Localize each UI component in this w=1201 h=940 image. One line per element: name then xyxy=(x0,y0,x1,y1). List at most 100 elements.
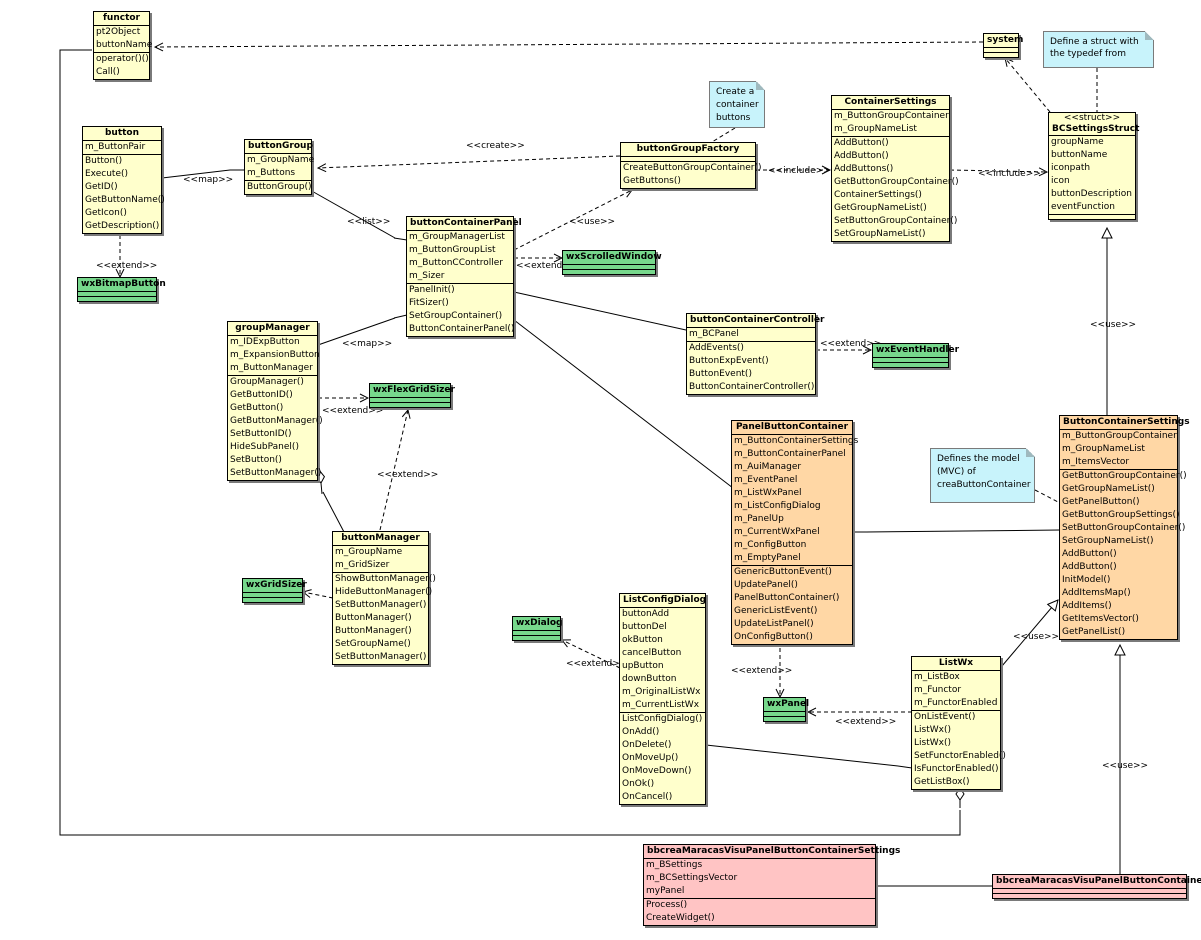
class-name: buttonGroupFactory xyxy=(621,143,755,157)
class-box: bbcreaMaracasVisuPanelButtonContainerSet… xyxy=(643,844,900,926)
class-box: system xyxy=(983,33,1023,58)
attribute: buttonAdd xyxy=(622,609,670,619)
method-compartment: PanelInit()FitSizer()SetGroupContainer()… xyxy=(407,284,514,336)
label-use: <<use>> xyxy=(1102,761,1149,771)
attribute: m_AuiManager xyxy=(734,462,802,472)
class-box: wxPanel xyxy=(763,697,809,722)
method-compartment xyxy=(513,636,560,640)
method: SetGroupName() xyxy=(335,639,411,649)
class-box: wxBitmapButton xyxy=(77,277,166,302)
class-box: bbcreaMaracasVisuPanelButtonContainer xyxy=(992,874,1201,899)
class-name: wxBitmapButton xyxy=(78,278,166,292)
method: GetIcon() xyxy=(85,208,127,218)
label-map: <<map>> xyxy=(342,339,393,349)
label-use: <<use>> xyxy=(1013,632,1060,642)
method: GenericButtonEvent() xyxy=(734,567,832,577)
method: ButtonManager() xyxy=(335,626,412,636)
attribute: m_BCSettingsVector xyxy=(646,873,738,883)
class-name: buttonGroup xyxy=(245,140,313,154)
note-line: the typedef from xyxy=(1050,49,1126,59)
method: GetButtonName() xyxy=(85,195,165,205)
attribute: m_Sizer xyxy=(409,271,445,281)
method: AddButton() xyxy=(1062,549,1117,559)
attribute: m_ButtonContainerPanel xyxy=(734,449,846,459)
method-compartment xyxy=(563,270,655,274)
note-line: (MVC) of xyxy=(937,467,976,477)
attribute: buttonDescription xyxy=(1051,189,1132,199)
method: SetButtonManager() xyxy=(230,468,322,478)
attribute: m_GroupNameList xyxy=(1062,444,1145,454)
label-extend: <<extend>> xyxy=(516,261,578,271)
note-struct: Define a struct with the typedef from xyxy=(1043,31,1154,68)
method: GetButtonGroupContainer() xyxy=(1062,471,1187,481)
method-compartment: Button()Execute()GetID()GetButtonName()G… xyxy=(83,155,165,233)
attribute-compartment xyxy=(370,398,450,403)
attribute: m_CurrentListWx xyxy=(622,700,700,710)
method: SetFunctorEnabled() xyxy=(914,751,1006,761)
attribute: m_IDExpButton xyxy=(230,337,300,347)
label-extend: <<extend>> xyxy=(731,666,793,676)
class-name: system xyxy=(984,34,1023,48)
method: GetListBox() xyxy=(914,777,970,787)
attribute-compartment xyxy=(873,358,948,363)
attribute-compartment xyxy=(243,593,302,598)
label-create: <<create>> xyxy=(466,141,525,151)
attribute-compartment xyxy=(78,292,156,297)
class-name: wxDialog xyxy=(513,617,562,631)
label-extend: <<extend>> xyxy=(96,261,158,271)
label-extend: <<extend>> xyxy=(835,717,897,727)
class-name: button xyxy=(83,127,161,141)
attribute: buttonName xyxy=(96,40,153,50)
attribute: m_BSettings xyxy=(646,860,703,870)
method: ButtonEvent() xyxy=(689,369,752,379)
attribute: m_OriginalListWx xyxy=(622,687,701,697)
method: AddButton() xyxy=(1062,562,1117,572)
class-box: wxDialog xyxy=(512,616,562,641)
method: AddItems() xyxy=(1062,601,1112,611)
attribute-compartment xyxy=(513,631,560,636)
method: SetGroupNameList() xyxy=(834,229,926,239)
attribute: icon xyxy=(1051,176,1070,186)
method: GetButtons() xyxy=(623,176,681,186)
attribute: m_EmptyPanel xyxy=(734,553,801,563)
method: GetButtonID() xyxy=(230,390,293,400)
attribute: m_ListBox xyxy=(914,672,960,682)
method: SetGroupContainer() xyxy=(409,311,503,321)
method: SetButtonID() xyxy=(230,429,292,439)
attribute: m_GroupName xyxy=(335,547,403,557)
method: PanelInit() xyxy=(409,285,455,295)
attribute: m_CurrentWxPanel xyxy=(734,527,820,537)
attribute: pt2Object xyxy=(96,27,141,37)
method: GetButton() xyxy=(230,403,284,413)
attribute: buttonDel xyxy=(622,622,667,632)
method: GetButtonGroupContainer() xyxy=(834,177,959,187)
class-stereotype: <<struct>> xyxy=(1063,113,1121,123)
class-box: wxGridSizer xyxy=(242,578,307,603)
method: ButtonManager() xyxy=(335,613,412,623)
method: OnMoveDown() xyxy=(622,766,692,776)
class-name: ButtonContainerSettings xyxy=(1060,416,1190,430)
method: ListConfigDialog() xyxy=(622,714,703,724)
class-name: ContainerSettings xyxy=(832,96,949,110)
method: GetPanelButton() xyxy=(1062,497,1140,507)
method: GetPanelList() xyxy=(1062,627,1126,637)
class-name: PanelButtonContainer xyxy=(732,421,852,435)
method-compartment: ListConfigDialog()OnAdd()OnDelete()OnMov… xyxy=(620,713,705,804)
attribute-compartment xyxy=(621,157,755,162)
attribute: m_PanelUp xyxy=(734,514,784,524)
class-name: wxFlexGridSizer xyxy=(370,384,455,398)
method-compartment: OnListEvent()ListWx()ListWx()SetFunctorE… xyxy=(912,711,1006,789)
label-include: <<include>> xyxy=(768,166,831,176)
method-compartment: operator()()Call() xyxy=(94,53,149,79)
